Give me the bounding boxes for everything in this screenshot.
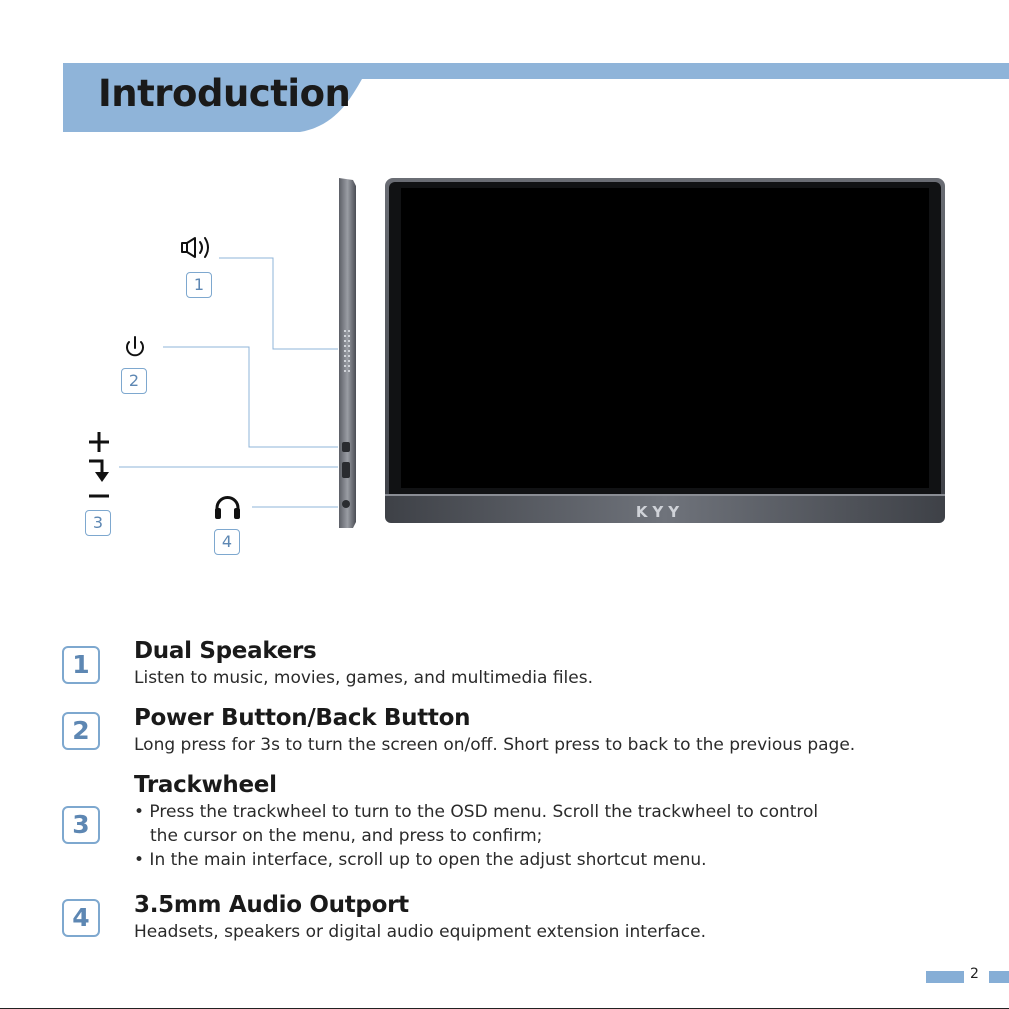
feature-description: Listen to music, movies, games, and mult… [134,668,593,688]
callout-4: 4 [214,529,240,555]
bullet-item: • In the main interface, scroll up to op… [134,850,707,870]
speaker-icon [181,237,209,258]
bullet-item: • Press the trackwheel to turn to the OS… [134,802,819,822]
feature-title: Trackwheel [134,772,277,798]
feature-dual-speakers: Dual Speakers Listen to music, movies, g… [134,636,969,690]
feature-number-3: 3 [62,806,100,844]
footer-accent-bar [989,971,1009,983]
feature-audio-outport: 3.5mm Audio Outport Headsets, speakers o… [134,890,969,944]
monitor-side-view [339,178,356,528]
feature-title: Dual Speakers [134,638,317,664]
callout-1: 1 [186,272,212,298]
feature-title: 3.5mm Audio Outport [134,892,409,918]
feature-number-4: 4 [62,899,100,937]
plus-icon [89,432,109,452]
feature-power-button: Power Button/Back Button Long press for … [134,703,969,757]
feature-trackwheel: Trackwheel • Press the trackwheel to tur… [134,770,969,872]
feature-number-1: 1 [62,646,100,684]
feature-number-2: 2 [62,712,100,750]
feature-title: Power Button/Back Button [134,705,471,731]
headphones-icon [215,496,240,519]
page-number: 2 [970,966,979,982]
callout-2: 2 [121,368,147,394]
bullet-item-continuation: the cursor on the menu, and press to con… [150,826,543,846]
monitor-front-view [385,178,945,523]
device-illustration [89,178,945,528]
page-title: Introduction [98,72,351,115]
brand-logo: KYY [635,503,685,521]
trackwheel-arrow-icon [89,459,109,482]
callout-3: 3 [85,510,111,536]
feature-description: Long press for 3s to turn the screen on/… [134,735,856,755]
page-footer: 2 [0,960,1009,1009]
header-band [63,63,1009,132]
feature-description: Headsets, speakers or digital audio equi… [134,922,707,942]
power-icon [126,336,144,357]
footer-accent-bar [926,971,964,983]
